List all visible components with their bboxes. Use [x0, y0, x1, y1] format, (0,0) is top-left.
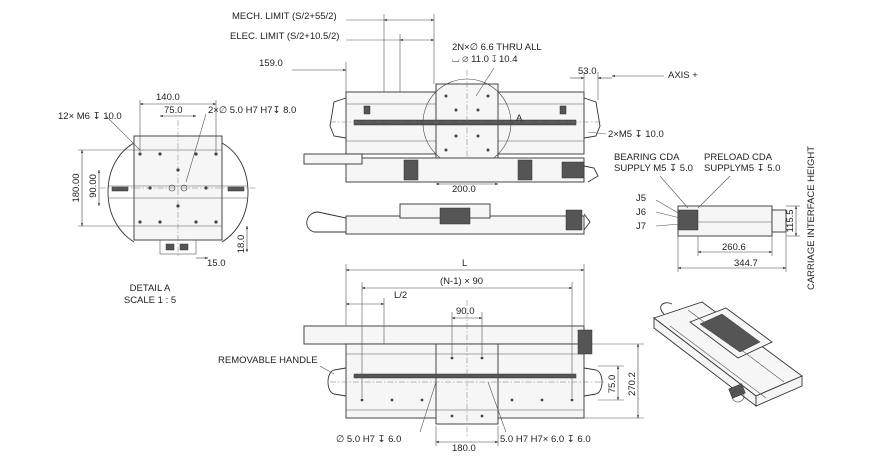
- dim-159: 159.0: [259, 58, 283, 69]
- base-hole-row: [360, 356, 574, 418]
- thru-holes-callout: 2N×∅ 6.6 THRU ALL: [452, 42, 542, 53]
- dim-260-6: 260.6: [722, 242, 746, 253]
- carriage-interface-height: CARRIAGE INTERFACE HEIGHT: [806, 146, 817, 290]
- bearing-cda-label: BEARING CDA: [614, 152, 680, 163]
- bearing-cda-supply: SUPPLY M5 ↧ 5.0: [614, 163, 693, 174]
- dim-140: 140.0: [156, 92, 180, 103]
- dim-n1-90: (N-1) × 90: [440, 276, 483, 287]
- m6-hole-row: [138, 152, 218, 224]
- dim-18: 18.0: [236, 235, 247, 254]
- dim-90-bottom: 90.0: [456, 306, 475, 317]
- slot-hole-bottom-callout: 5.0 H7 H7× 6.0 ↧ 6.0: [500, 434, 591, 445]
- pin-hole-callout: 2×∅ 5.0 H7 H7↧ 8.0: [208, 105, 296, 116]
- dim-200: 200.0: [452, 184, 476, 195]
- axis-plus-label: AXIS +: [668, 70, 698, 81]
- dim-L-half: L/2: [394, 290, 407, 301]
- preload-cda-supply: SUPPLYM5 ↧ 5.0: [704, 163, 780, 174]
- detail-a-marker: A: [516, 113, 523, 124]
- m5-callout-top: 2×M5 ↧ 10.0: [608, 129, 664, 140]
- dim-53: 53.0: [578, 66, 597, 77]
- end-view: J5 J6 J7 BEARING CDA SUPPLY M5 ↧ 5.0 PRE…: [614, 146, 817, 290]
- m6-hole-callout: 12× M6 ↧ 10.0: [58, 111, 122, 122]
- dim-180-vertical: 180.00: [71, 173, 82, 202]
- dim-270-2: 270.2: [627, 372, 638, 396]
- removable-handle-label: REMOVABLE HANDLE: [218, 355, 318, 366]
- preload-cda-label: PRELOAD CDA: [704, 152, 773, 163]
- pin-hole-bottom-callout: ∅ 5.0 H7 ↧ 6.0: [336, 434, 401, 445]
- detail-a-scale: SCALE 1 : 5: [124, 295, 176, 306]
- detail-a-title: DETAIL A: [130, 283, 171, 294]
- bottom-plan-view: L (N-1) × 90 L/2 90.0 REMOVABLE HANDLE 2…: [218, 258, 644, 454]
- connector-j6: J6: [636, 207, 646, 218]
- dim-90-vertical: 90.00: [88, 174, 99, 198]
- dim-115-5: 115.5: [785, 209, 796, 232]
- connector-j7: J7: [636, 221, 646, 232]
- counterbore-callout: ⌴ ∅ 11.0 ↧ 10.4: [452, 54, 517, 65]
- dim-180-bottom: 180.0: [452, 443, 476, 454]
- dim-75-vertical: 75.0: [607, 375, 618, 394]
- dim-15: 15.0: [207, 258, 226, 269]
- dim-75: 75.0: [164, 105, 183, 116]
- dim-344-7: 344.7: [734, 258, 758, 269]
- carriage-hole-pattern: [444, 94, 490, 152]
- mech-limit-label: MECH. LIMIT (S/2+55/2): [232, 11, 337, 22]
- side-view: [306, 203, 591, 235]
- detail-a-view: 140.0 75.0 12× M6 ↧ 10.0 2×∅ 5.0 H7 H7↧ …: [58, 92, 296, 306]
- dim-L: L: [462, 258, 467, 269]
- top-view: A MECH. LIMIT (S/2+55/2) ELEC. LIMIT (S/…: [230, 11, 698, 195]
- elec-limit-label: ELEC. LIMIT (S/2+10.5/2): [230, 31, 339, 42]
- isometric-view: [653, 301, 803, 407]
- connector-j5: J5: [636, 193, 646, 204]
